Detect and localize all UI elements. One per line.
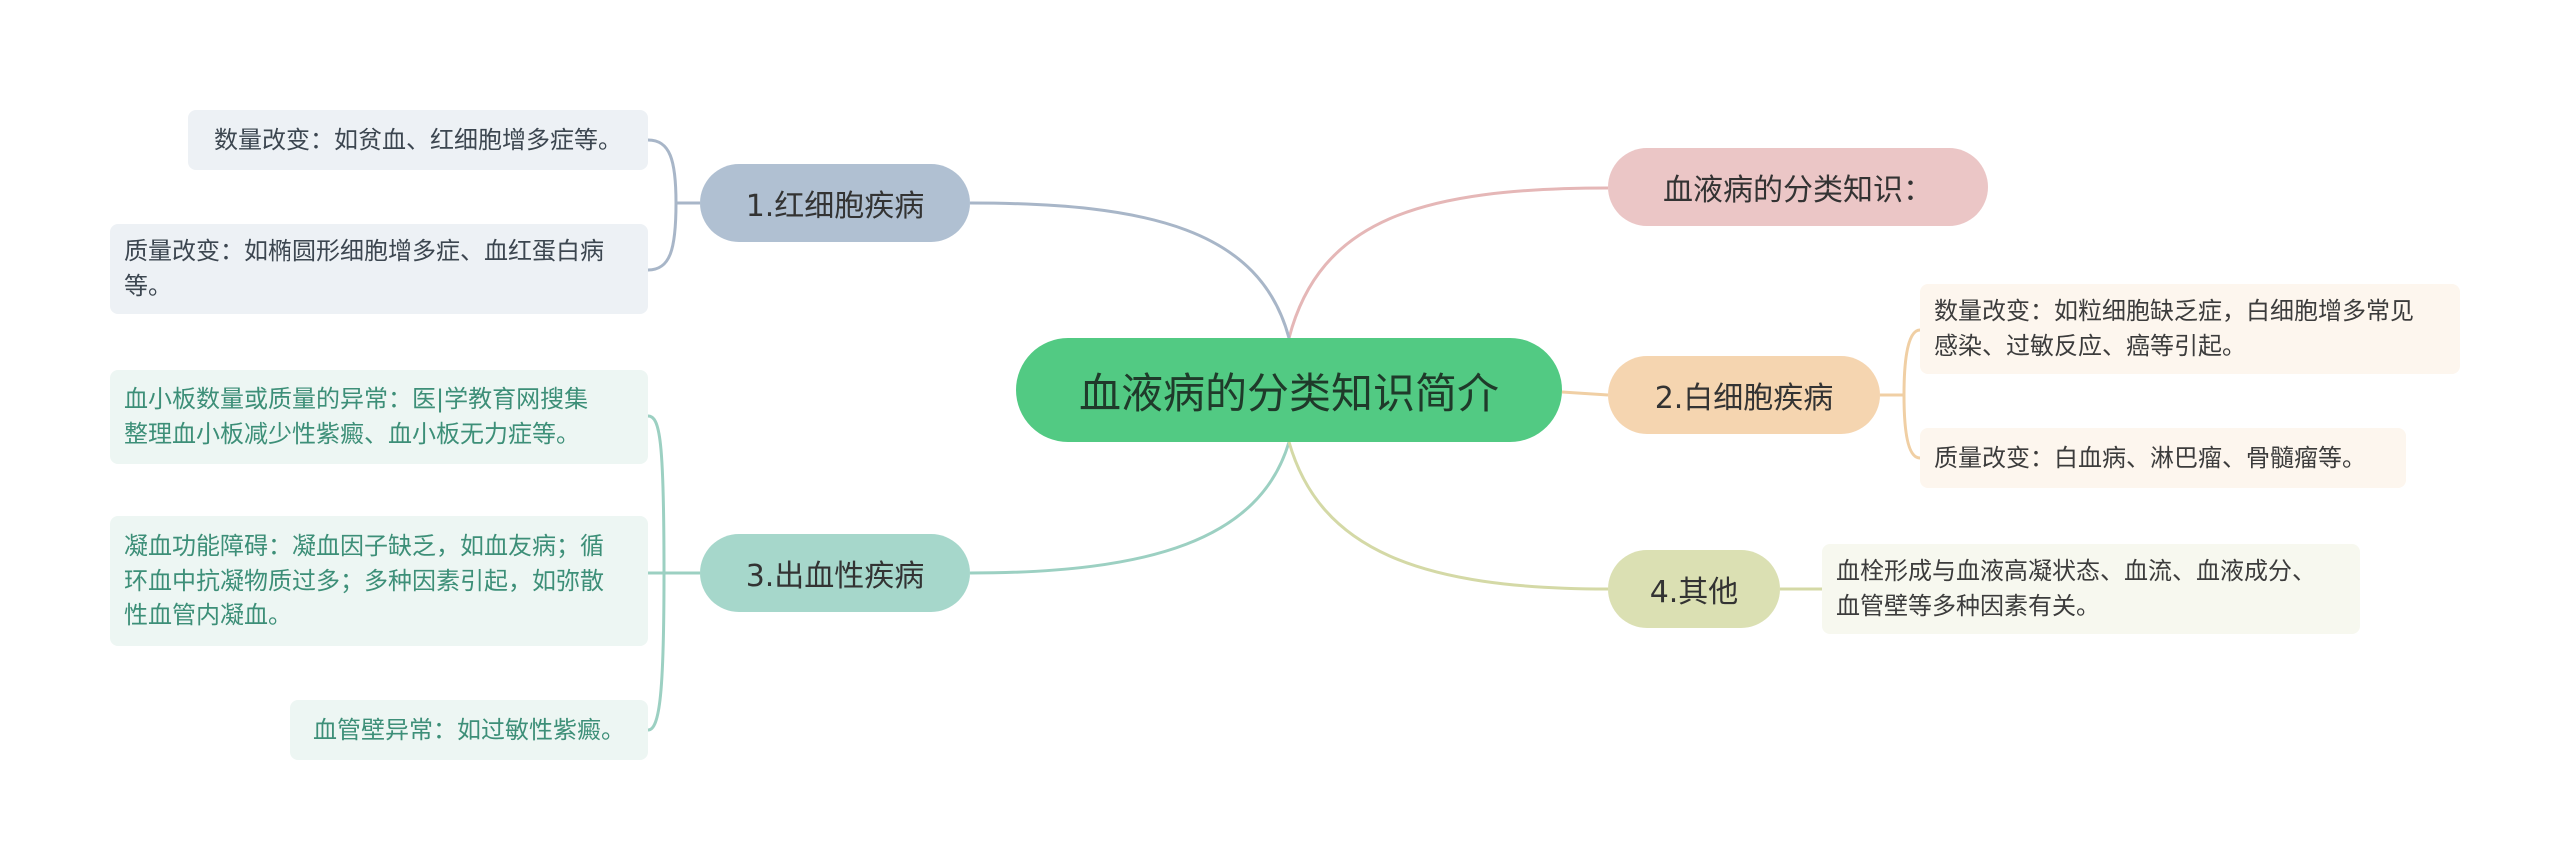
connector-root-b1 xyxy=(969,201,1291,339)
leaf-text: 凝血功能障碍：凝血因子缺乏，如血友病；循 xyxy=(124,531,604,560)
branch-label: 2.白细胞疾病 xyxy=(1654,381,1834,416)
connector-b2-leaves xyxy=(1880,328,1921,460)
leaf-red-quality[interactable]: 质量改变：如椭圆形细胞增多症、血红蛋白病等。 xyxy=(110,224,648,314)
leaf-text: 质量改变：如椭圆形细胞增多症、血红蛋白病 xyxy=(124,237,604,266)
leaf-platelet[interactable]: 血小板数量或质量的异常：医|学教育网搜集整理血小板减少性紫癜、血小板无力症等。 xyxy=(110,370,648,464)
leaf-text: 血管壁等多种因素有关。 xyxy=(1836,592,2100,620)
connector-b3-leaves xyxy=(647,414,700,732)
branch-bleeding[interactable]: 3.出血性疾病 xyxy=(700,534,970,612)
leaf-vessel-wall[interactable]: 血管壁异常：如过敏性紫癜。 xyxy=(290,700,648,760)
branch-other[interactable]: 4.其他 xyxy=(1608,550,1780,628)
leaf-white-quality[interactable]: 质量改变：白血病、淋巴瘤、骨髓瘤等。 xyxy=(1920,428,2406,488)
branch-label: 1.红细胞疾病 xyxy=(745,189,925,224)
leaf-text: 环血中抗凝物质过多；多种因素引起，如弥散 xyxy=(124,566,604,595)
leaf-text: 数量改变：如贫血、红细胞增多症等。 xyxy=(214,125,622,154)
leaf-red-quantity[interactable]: 数量改变：如贫血、红细胞增多症等。 xyxy=(188,110,648,170)
leaf-text: 血小板数量或质量的异常：医|学教育网搜集 xyxy=(124,385,589,414)
leaf-text: 感染、过敏反应、癌等引起。 xyxy=(1934,332,2246,360)
connector-root-b3 xyxy=(969,441,1291,575)
leaf-text: 数量改变：如粒细胞缺乏症，白细胞增多常见 xyxy=(1934,297,2414,326)
connector-root-top xyxy=(1287,186,1609,339)
leaf-text: 血管壁异常：如过敏性紫癜。 xyxy=(313,715,625,744)
leaf-thrombosis[interactable]: 血栓形成与血液高凝状态、血流、血液成分、血管壁等多种因素有关。 xyxy=(1822,544,2360,634)
branch-label: 3.出血性疾病 xyxy=(745,559,925,594)
leaf-text: 质量改变：白血病、淋巴瘤、骨髓瘤等。 xyxy=(1934,443,2366,472)
top-note-label: 血液病的分类知识： xyxy=(1663,173,1933,208)
leaf-text: 性血管内凝血。 xyxy=(124,601,292,630)
leaf-text: 整理血小板减少性紫癜、血小板无力症等。 xyxy=(124,420,580,448)
root-label: 血液病的分类知识简介 xyxy=(1078,368,1499,418)
root-node[interactable]: 血液病的分类知识简介 xyxy=(1016,338,1562,442)
top-note-node[interactable]: 血液病的分类知识： xyxy=(1608,148,1988,226)
connector-b1-leaves xyxy=(647,138,700,272)
connector-root-b4 xyxy=(1287,441,1609,591)
branch-white-cell[interactable]: 2.白细胞疾病 xyxy=(1608,356,1880,434)
leaf-text: 血栓形成与血液高凝状态、血流、血液成分、 xyxy=(1836,557,2316,586)
leaf-white-quantity[interactable]: 数量改变：如粒细胞缺乏症，白细胞增多常见感染、过敏反应、癌等引起。 xyxy=(1920,284,2460,374)
leaf-text: 等。 xyxy=(124,272,172,300)
leaf-coagulation[interactable]: 凝血功能障碍：凝血因子缺乏，如血友病；循环血中抗凝物质过多；多种因素引起，如弥散… xyxy=(110,516,648,646)
connector-root-b2 xyxy=(1561,390,1609,397)
branch-red-cell[interactable]: 1.红细胞疾病 xyxy=(700,164,970,242)
branch-label: 4.其他 xyxy=(1649,575,1739,610)
